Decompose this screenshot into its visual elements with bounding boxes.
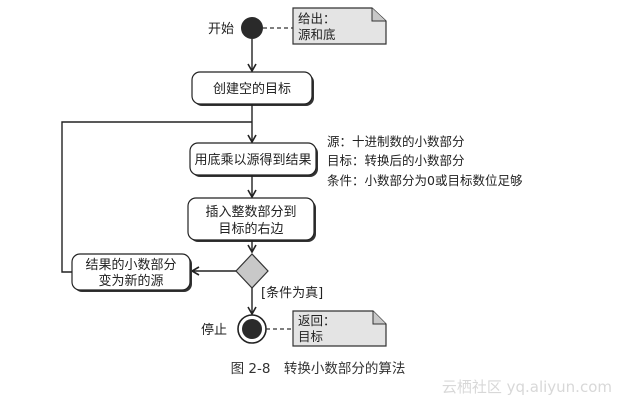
svg-text:插入整数部分到: 插入整数部分到: [205, 205, 296, 220]
start-label: 开始: [208, 22, 234, 37]
note-start-line1: 给出：: [298, 11, 336, 26]
annotation-condition: 条件：小数部分为0或目标数位足够: [327, 173, 523, 188]
action-fraction-new-source: 结果的小数部分 变为新的源: [71, 253, 192, 292]
stop-node: [242, 319, 262, 339]
start-node: [241, 17, 263, 39]
stop-label: 停止: [201, 322, 227, 338]
loop-back-line: [61, 121, 252, 273]
svg-text:目标的右边: 目标的右边: [218, 221, 283, 237]
action-create-target: 创建空的目标: [191, 71, 314, 106]
note-start: 给出： 源和底: [292, 7, 387, 45]
note-stop-line2: 目标: [298, 329, 323, 344]
decision-diamond: [235, 253, 269, 289]
svg-text:创建空的目标: 创建空的目标: [213, 81, 291, 97]
action-insert-integer: 插入整数部分到 目标的右边: [187, 197, 316, 242]
annotation-source: 源：十进制数的小数部分: [327, 134, 465, 149]
svg-text:用底乘以源得到结果: 用底乘以源得到结果: [194, 152, 311, 168]
svg-text:结果的小数部分: 结果的小数部分: [85, 257, 176, 273]
watermark: 云栖社区 yq.aliyun.com: [442, 378, 612, 396]
note-stop: 返回： 目标: [292, 310, 387, 347]
action-multiply: 用底乘以源得到结果: [189, 142, 318, 177]
note-stop-line1: 返回：: [298, 313, 336, 328]
figure-caption: 图 2-8 转换小数部分的算法: [231, 361, 406, 377]
note-start-line2: 源和底: [298, 27, 336, 42]
annotation-target: 目标：转换后的小数部分: [327, 153, 465, 168]
guard-label: [条件为真]: [261, 285, 323, 301]
svg-text:变为新的源: 变为新的源: [98, 273, 163, 289]
